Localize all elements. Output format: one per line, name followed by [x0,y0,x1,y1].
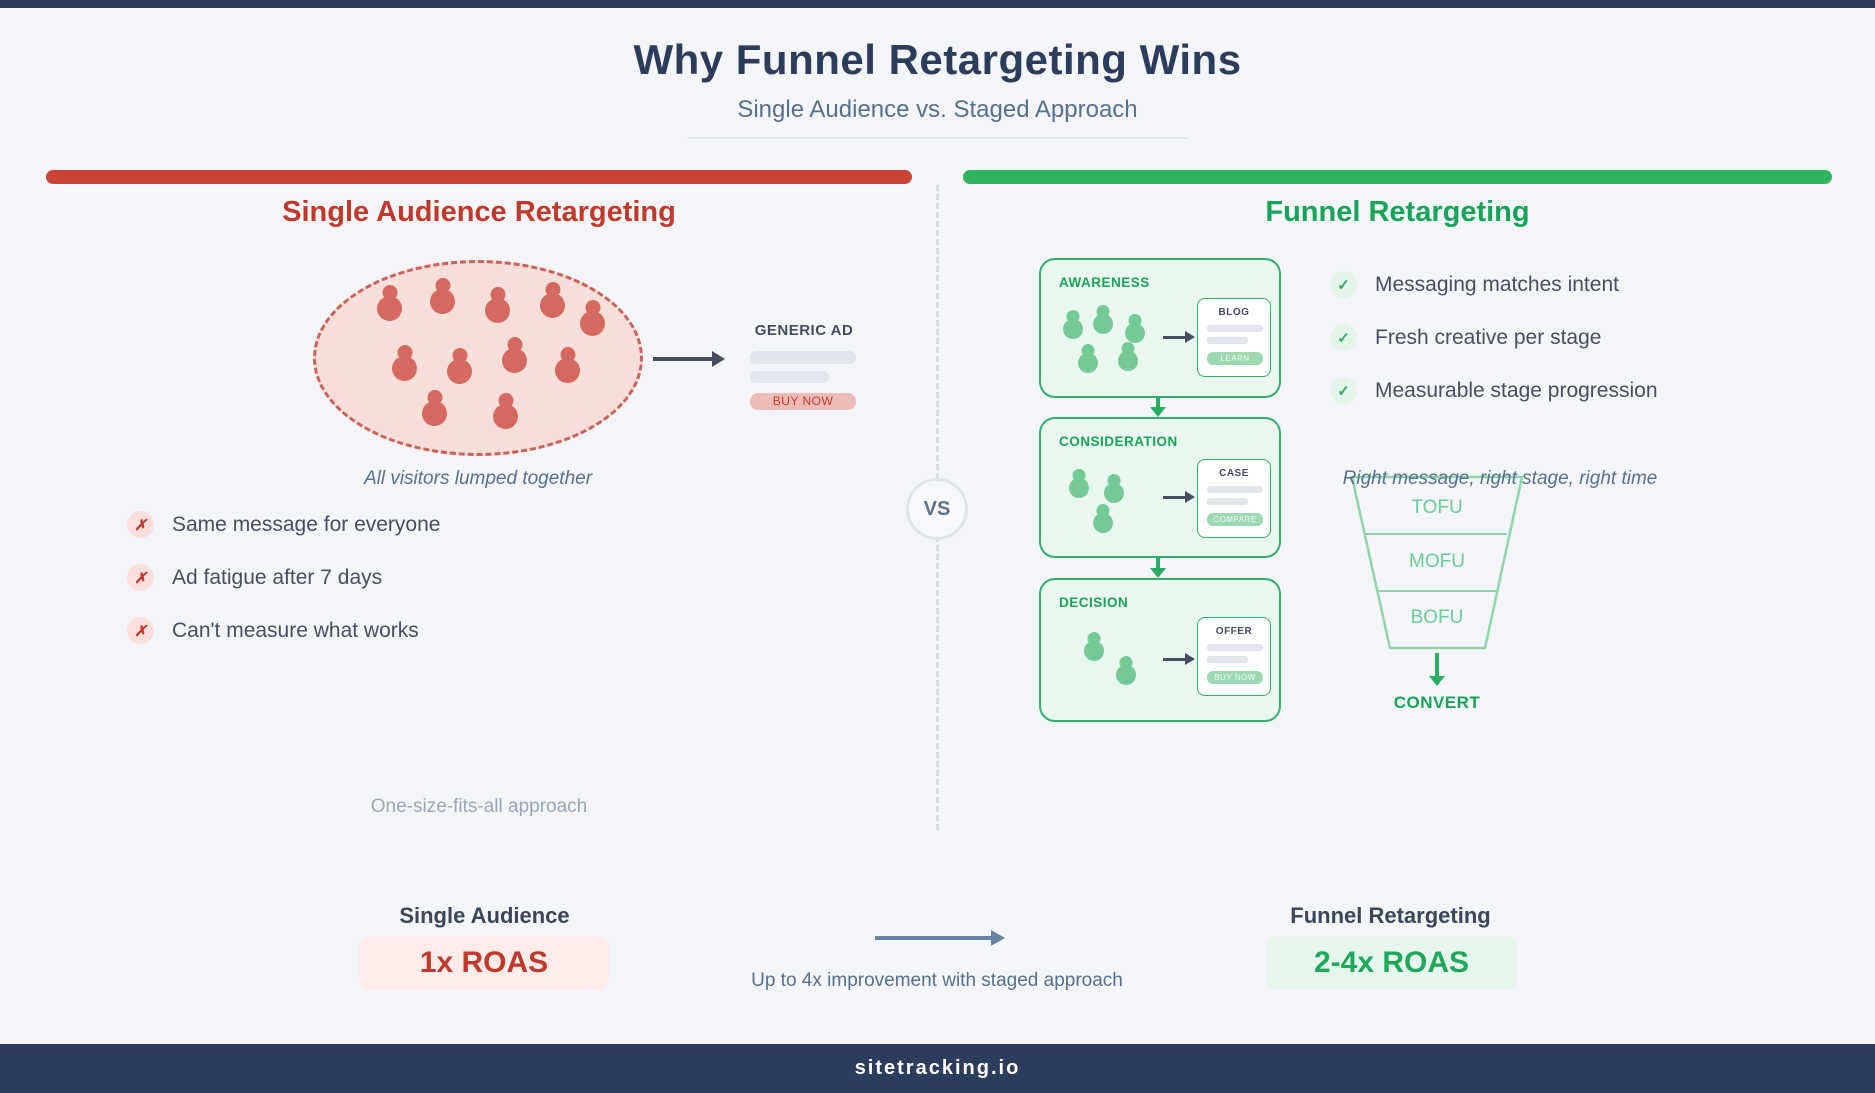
person-icon [392,345,417,381]
person-icon [540,282,565,318]
card-text-skeleton [1207,498,1248,505]
person-icon [1104,474,1124,503]
cross-icon: ✗ [127,511,154,538]
check-icon: ✓ [1330,271,1357,298]
learn-button: LEARN [1207,352,1263,365]
check-icon: ✓ [1330,377,1357,404]
comparison-note: Up to 4x improvement with staged approac… [751,970,1123,991]
funnel-level-tofu: TOFU [1411,497,1463,518]
list-item: ✓ Messaging matches intent [1330,271,1658,298]
right-roas-badge: 2-4x ROAS [1266,936,1517,990]
arrow-down-icon [1427,653,1447,686]
funnel-caption: Right message, right stage, right time [1342,468,1658,489]
left-section-accent-bar [46,170,912,184]
stage-awareness-box: AWARENESS BLOG LEARN [1039,258,1281,398]
person-icon [1093,504,1113,533]
stage-consideration-box: CONSIDERATION CASE COMPARE [1039,417,1281,558]
footer-brand: sitetracking.io [0,1044,1875,1093]
right-result-label: Funnel Retargeting [1290,903,1491,928]
stage-label: AWARENESS [1059,275,1150,290]
arrow-right-icon [1163,653,1195,665]
top-accent-bar [0,0,1875,8]
left-section-heading: Single Audience Retargeting [282,196,676,228]
person-icon [447,348,472,384]
person-icon [493,393,518,429]
arrow-down-icon [1148,398,1168,417]
left-result-label: Single Audience [399,903,570,928]
arrow-down-icon [1148,558,1168,578]
cons-list: ✗ Same message for everyone ✗ Ad fatigue… [127,511,440,644]
funnel-level-bofu: BOFU [1410,607,1464,628]
person-icon [1118,342,1138,371]
generic-ad-title: GENERIC AD [754,322,854,339]
funnel-shape [1350,475,1524,650]
left-roas-badge: 1x ROAS [359,936,609,990]
page-subtitle: Single Audience vs. Staged Approach [737,96,1138,123]
stage-label: DECISION [1059,595,1129,610]
convert-label: CONVERT [1393,693,1481,712]
blog-ad-card: BLOG LEARN [1197,298,1271,377]
pro-text: Measurable stage progression [1375,378,1658,402]
person-icon [422,390,447,426]
person-icon [555,347,580,383]
con-text: Can't measure what works [172,618,419,642]
person-icon [1116,656,1136,685]
single-audience-ellipse [313,260,643,456]
card-text-skeleton [1207,486,1263,493]
buy-now-button: BUY NOW [750,393,856,410]
offer-ad-card: OFFER BUY NOW [1197,617,1271,696]
person-icon [1078,344,1098,373]
arrow-right-icon [1163,331,1195,343]
arrow-right-icon [653,351,725,367]
ad-text-skeleton [750,371,829,383]
improvement-arrow-icon [875,930,1005,946]
cross-icon: ✗ [127,617,154,644]
right-section-accent-bar [963,170,1832,184]
list-item: ✗ Ad fatigue after 7 days [127,564,440,591]
list-item: ✓ Fresh creative per stage [1330,324,1658,351]
stage-decision-box: DECISION OFFER BUY NOW [1039,578,1281,722]
card-text-skeleton [1207,656,1248,663]
compare-button: COMPARE [1207,513,1263,526]
right-section-heading: Funnel Retargeting [1265,196,1530,228]
page-title: Why Funnel Retargeting Wins [633,36,1242,83]
person-icon [1084,632,1104,661]
person-icon [1093,305,1113,334]
person-icon [430,278,455,314]
con-text: Same message for everyone [172,512,441,536]
person-icon [377,285,402,321]
cross-icon: ✗ [127,564,154,591]
person-icon [1063,310,1083,339]
card-text-skeleton [1207,644,1263,651]
ad-text-skeleton [750,351,856,364]
generic-ad-card: GENERIC AD BUY NOW [750,322,858,410]
arrow-right-icon [1163,491,1195,503]
pro-text: Messaging matches intent [1375,272,1619,296]
card-title: OFFER [1215,626,1253,637]
person-icon [502,337,527,373]
person-icon [1069,469,1089,498]
list-item: ✗ Same message for everyone [127,511,440,538]
check-icon: ✓ [1330,324,1357,351]
audience-caption: All visitors lumped together [363,468,593,489]
list-item: ✗ Can't measure what works [127,617,440,644]
card-text-skeleton [1207,325,1263,332]
person-icon [580,300,605,336]
buy-now-button: BUY NOW [1207,671,1263,684]
person-icon [1125,314,1145,343]
pros-list: ✓ Messaging matches intent ✓ Fresh creat… [1330,271,1658,404]
list-item: ✓ Measurable stage progression [1330,377,1658,404]
person-icon [485,287,510,323]
pro-text: Fresh creative per stage [1375,325,1602,349]
case-ad-card: CASE COMPARE [1197,459,1271,538]
card-title: BLOG [1218,307,1250,318]
vs-badge: VS [906,478,968,540]
funnel-level-mofu: MOFU [1409,551,1465,572]
subtitle-divider [687,137,1187,139]
card-text-skeleton [1207,337,1248,344]
con-text: Ad fatigue after 7 days [172,565,383,589]
left-footnote: One-size-fits-all approach [370,796,588,817]
stage-label: CONSIDERATION [1059,434,1178,449]
card-title: CASE [1219,468,1249,479]
